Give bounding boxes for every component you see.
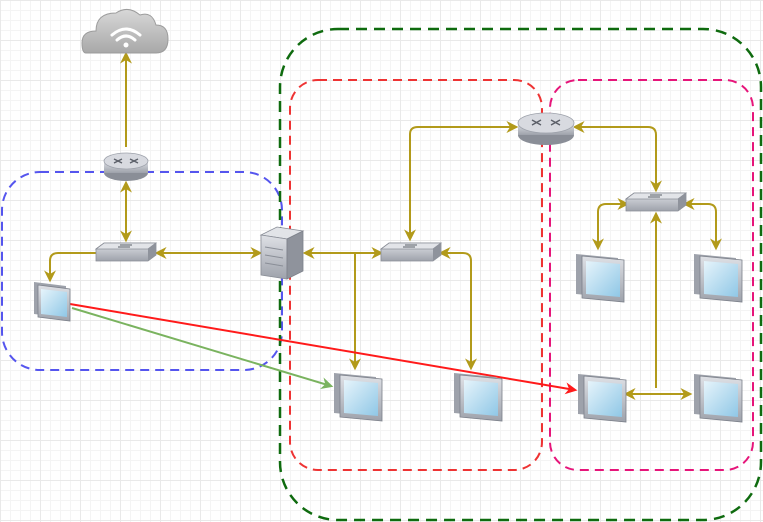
monitor-icon [34,282,71,322]
links [44,51,722,400]
router-icon [103,152,149,181]
link-switch-left-pc-left [44,252,97,283]
zone-blue [1,171,283,371]
link-switch-right-pc-right-2 [682,198,722,251]
wifi-cloud-icon [81,9,169,54]
monitor-icon [334,373,383,422]
zones [1,27,763,522]
monitor-icon [694,254,743,303]
link-pc-left-pc-mid-a [71,307,334,389]
monitor-icon [454,373,503,422]
monitor-icon [578,374,627,423]
zone-red [289,79,543,471]
switch-icon [624,192,688,212]
link-switch-right-pc-right-1 [592,198,630,251]
zone-green [278,27,763,522]
link-pc-left-pc-right-3 [69,303,578,395]
nodes [34,9,743,423]
link-switch-mid-pc-mid-b [438,247,477,371]
server-icon [259,226,305,280]
router-icon [517,112,575,145]
link-switch-mid-router-right [404,121,519,242]
monitor-icon [576,254,625,303]
monitor-icon [694,374,743,423]
switch-icon [94,242,158,262]
switch-icon [379,242,443,262]
link-router-right-switch-right [572,121,662,193]
